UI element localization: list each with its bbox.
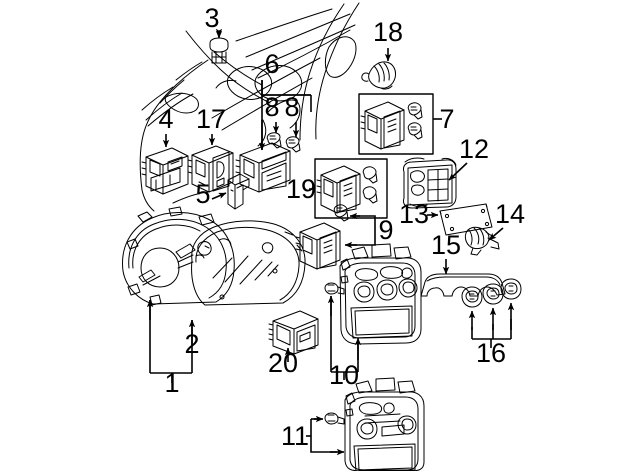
part-2-meter-lens — [191, 220, 306, 306]
part-11-lower-finish-panel — [344, 377, 425, 471]
part-10-center-finish-panel — [339, 243, 422, 345]
callout-12: 12 — [459, 134, 489, 164]
part-20-vsc-switch — [268, 310, 319, 355]
part-14-lighter-assembly — [464, 226, 500, 256]
part-16-knob-3 — [500, 278, 522, 300]
callout-9: 9 — [378, 215, 393, 245]
part-4-mirror-switch — [141, 147, 189, 195]
callout-4: 4 — [158, 104, 173, 134]
callout-18: 18 — [373, 17, 403, 47]
part-13-relay-plate — [439, 203, 493, 236]
part-5-switch-clip — [227, 173, 250, 210]
callout-7: 7 — [439, 104, 454, 134]
part-8-bulb-right — [285, 136, 301, 153]
part-7-boxed-switch-kit — [358, 93, 434, 155]
part-17-power-window-switch — [187, 145, 234, 193]
part-12-relay-cover — [403, 157, 457, 209]
callout-8-left: 8 — [264, 92, 279, 122]
callout-8-right: 8 — [284, 92, 299, 122]
part-9-defogger-switch — [295, 222, 341, 270]
callout-5: 5 — [195, 179, 210, 209]
part-10-screw — [324, 282, 345, 295]
part-18-rheostat-knob — [361, 61, 396, 90]
callout-13: 13 — [399, 199, 429, 229]
callout-labels: 1 2 3 4 5 6 7 8 8 9 10 11 12 13 14 15 16… — [158, 3, 525, 451]
leader-lines — [146, 28, 515, 456]
part-9-bulb — [333, 204, 349, 222]
callout-17: 17 — [196, 104, 226, 134]
callout-10: 10 — [329, 360, 359, 390]
part-15-knob-bracket — [420, 273, 506, 297]
callout-11: 11 — [281, 421, 309, 451]
callout-16: 16 — [476, 338, 506, 368]
callout-19: 19 — [286, 174, 316, 204]
part-16-knob-2 — [482, 283, 504, 305]
part-19-boxed-switch-kit — [314, 158, 388, 219]
part-11-screw — [324, 412, 345, 425]
callout-15: 15 — [431, 230, 461, 260]
part-8-bulb-left — [266, 132, 282, 149]
part-16-knob-1 — [461, 286, 483, 308]
part-6-hazard-switch — [235, 142, 291, 193]
callout-2: 2 — [184, 329, 199, 359]
callout-14: 14 — [495, 199, 525, 229]
part-1-combination-meter — [122, 206, 235, 306]
callout-3: 3 — [204, 3, 219, 33]
callout-1: 1 — [164, 368, 179, 398]
callout-6: 6 — [264, 49, 279, 79]
callout-20: 20 — [268, 348, 298, 378]
part-3-bulb-socket — [209, 37, 229, 64]
